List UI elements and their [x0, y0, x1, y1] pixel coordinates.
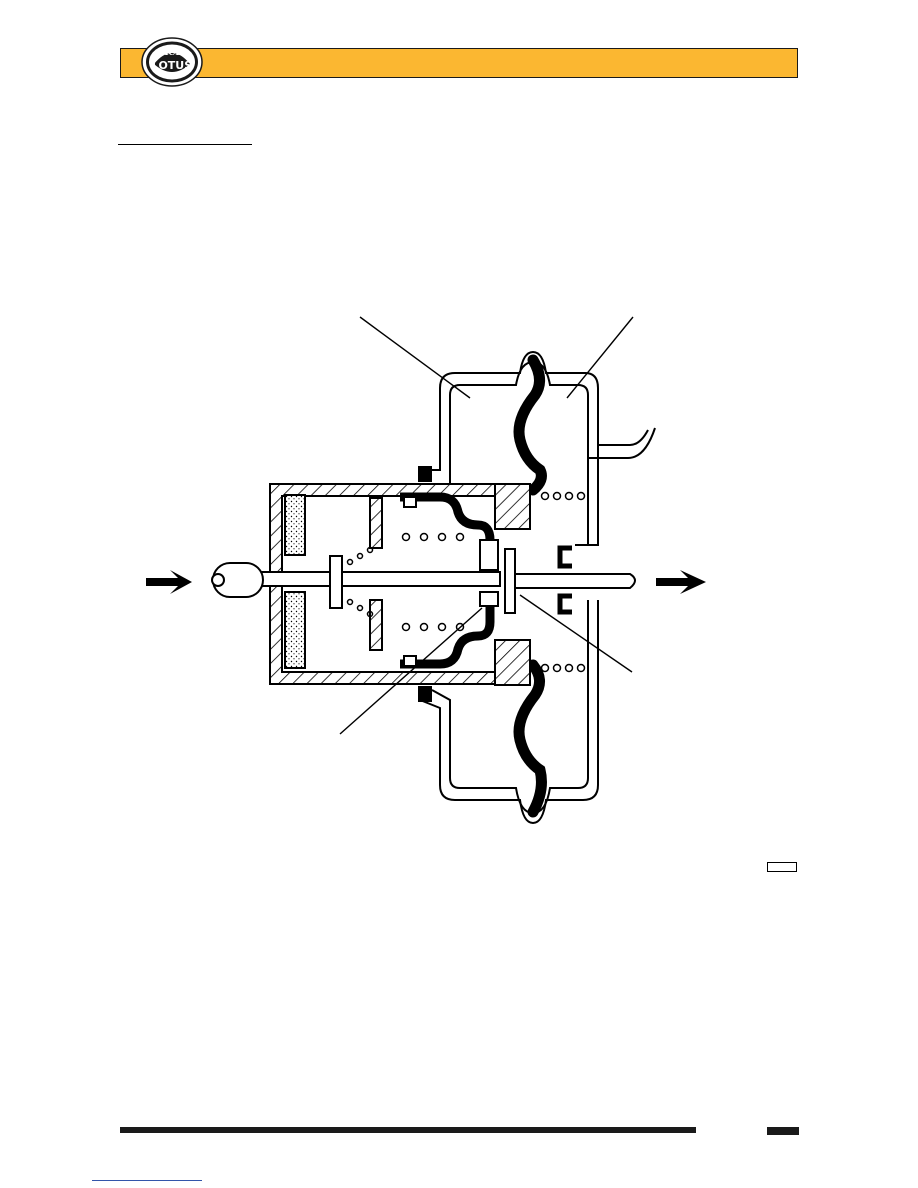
page-tab: [767, 1127, 799, 1135]
figure-reference-box: [767, 862, 797, 872]
push-rod: [211, 539, 636, 614]
footer-rule: [120, 1127, 696, 1133]
valve-diaphragm-lower: [400, 604, 495, 669]
svg-text:ACB: ACB: [160, 48, 183, 58]
leader-lines: [339, 316, 634, 735]
lotus-logo-icon: ACB LOTUS: [141, 37, 203, 87]
air-filter: [284, 494, 306, 556]
piston-housing: [269, 483, 531, 686]
header-band: [120, 48, 798, 78]
diaphragm-lower: [513, 659, 547, 818]
air-filter-lower: [284, 591, 306, 669]
bottom-link-rule: [92, 1180, 202, 1181]
section-heading-rule: [118, 144, 252, 145]
output-arrow: [656, 570, 706, 594]
logo-wordmark: LOTUS: [152, 59, 192, 72]
brake-servo-diagram: [146, 316, 706, 825]
valve-diaphragm-upper: [400, 492, 495, 560]
diaphragm-upper: [513, 354, 547, 496]
input-arrow: [146, 570, 192, 594]
seals: [403, 466, 572, 702]
return-springs: [346, 491, 586, 673]
